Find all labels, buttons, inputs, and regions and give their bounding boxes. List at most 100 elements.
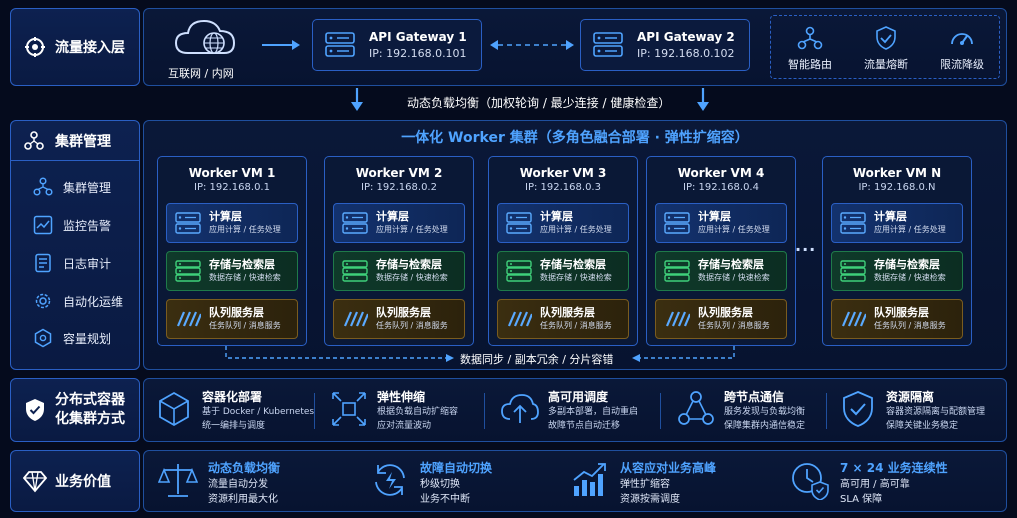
menu-label: 容量规划: [63, 331, 112, 346]
feature-line2: 保障集群内通信稳定: [724, 421, 806, 431]
queue-layer-sub: 任务队列 / 消息服务: [698, 321, 770, 330]
diamond-icon: [23, 469, 47, 493]
compute-layer[interactable]: 计算层应用计算 / 任务处理: [333, 203, 465, 243]
compute-layer-title: 计算层: [874, 210, 907, 223]
divider: [484, 393, 485, 429]
compute-layer-sub: 应用计算 / 任务处理: [209, 225, 281, 234]
value-line2: SLA 保障: [840, 494, 883, 505]
storage-layer-title: 存储与检索层: [874, 258, 940, 271]
traffic-layer-title: 流量接入层: [55, 40, 125, 56]
storage-layer[interactable]: 存储与检索层数据存储 / 快速检索: [655, 251, 787, 291]
queue-layer[interactable]: 队列服务层任务队列 / 消息服务: [333, 299, 465, 339]
menu-automated-ops[interactable]: 自动化运维: [33, 291, 123, 311]
compute-layer[interactable]: 计算层应用计算 / 任务处理: [655, 203, 787, 243]
menu-log-audit[interactable]: 日志审计: [33, 253, 111, 273]
value-line2: 资源按需调度: [620, 494, 680, 505]
scale-icon: [332, 392, 366, 426]
shield-icon: [843, 391, 873, 427]
feature-line1: 基于 Docker / Kubernetes: [202, 407, 315, 417]
compute-layer[interactable]: 计算层应用计算 / 任务处理: [831, 203, 963, 243]
server-icon: [840, 212, 866, 234]
divider: [826, 393, 827, 429]
feature-resource-isolation[interactable]: 资源隔离容器资源隔离与配额管理保障关键业务稳定: [838, 389, 985, 433]
deployment-features-panel: 容器化部署基于 Docker / Kubernetes 统一编排与调度 弹性伸缩根…: [143, 378, 1007, 442]
worker-vm-1[interactable]: Worker VM 1 IP: 192.168.0.1 计算层应用计算 / 任务…: [157, 156, 307, 346]
storage-layer-title: 存储与检索层: [698, 258, 764, 271]
worker-cluster-title: 一体化 Worker 集群（多角色融合部署 · 弹性扩缩容）: [401, 130, 749, 146]
value-peak-handling[interactable]: 从容应对业务高峰弹性扩缩容资源按需调度: [570, 460, 716, 507]
cluster-management-title: 集群管理: [55, 133, 111, 150]
api-gateway-2[interactable]: API Gateway 2 IP: 192.168.0.102: [580, 19, 750, 71]
queue-layer-sub: 任务队列 / 消息服务: [209, 321, 281, 330]
worker-vm-4[interactable]: Worker VM 4 IP: 192.168.0.4 计算层应用计算 / 任务…: [646, 156, 796, 346]
feature-line2: 统一编排与调度: [202, 421, 266, 431]
divider: [314, 393, 315, 429]
queue-slashes-icon: [841, 311, 866, 327]
worker-vm-3[interactable]: Worker VM 3 IP: 192.168.0.3 计算层应用计算 / 任务…: [488, 156, 638, 346]
storage-layer-sub: 数据存储 / 快速检索: [874, 273, 946, 282]
compute-layer[interactable]: 计算层应用计算 / 任务处理: [497, 203, 629, 243]
value-auto-failover[interactable]: 故障自动切换秒级切换业务不中断: [370, 460, 492, 507]
queue-layer[interactable]: 队列服务层任务队列 / 消息服务: [497, 299, 629, 339]
compute-layer[interactable]: 计算层应用计算 / 任务处理: [166, 203, 298, 243]
capacity-icon: [34, 328, 52, 348]
storage-layer-sub: 数据存储 / 快速检索: [540, 273, 612, 282]
menu-cluster-management[interactable]: 集群管理: [33, 177, 111, 197]
data-sync-connector: [220, 346, 740, 366]
traffic-circuit-breaker[interactable]: 流量熔断: [851, 26, 921, 72]
growth-chart-icon: [573, 463, 606, 496]
queue-layer[interactable]: 队列服务层任务队列 / 消息服务: [166, 299, 298, 339]
value-title: 7 × 24 业务连续性: [840, 461, 948, 475]
feature-line2: 保障关键业务稳定: [886, 421, 959, 431]
server-icon: [506, 212, 532, 234]
queue-layer[interactable]: 队列服务层任务队列 / 消息服务: [831, 299, 963, 339]
feature-title: 容器化部署: [202, 390, 263, 404]
storage-layer[interactable]: 存储与检索层数据存储 / 快速检索: [831, 251, 963, 291]
feature-line2: 故障节点自动迁移: [548, 421, 621, 431]
feature-title: 弹性伸缩: [377, 390, 426, 404]
arrow-right-icon: [262, 39, 302, 51]
gear-network-icon: [23, 35, 47, 59]
queue-layer-sub: 任务队列 / 消息服务: [376, 321, 448, 330]
feature-cross-node-comm[interactable]: 跨节点通信服务发现与负载均衡保障集群内通信稳定: [676, 389, 805, 433]
queue-layer-sub: 任务队列 / 消息服务: [874, 321, 946, 330]
worker-vm-n[interactable]: Worker VM N IP: 192.168.0.N 计算层应用计算 / 任务…: [822, 156, 972, 346]
cluster-management-header: 集群管理: [11, 121, 139, 161]
data-sync-label: 数据同步 / 副本冗余 / 分片容错: [460, 353, 614, 366]
queue-layer-title: 队列服务层: [874, 306, 929, 319]
traffic-layer-panel: 互联网 / 内网 API Gateway 1 IP: 192.168.0.101…: [143, 8, 1007, 86]
worker-vm-2[interactable]: Worker VM 2 IP: 192.168.0.2 计算层应用计算 / 任务…: [324, 156, 474, 346]
storage-layer-sub: 数据存储 / 快速检索: [376, 273, 448, 282]
feature-title: 资源隔离: [886, 390, 935, 404]
storage-layer[interactable]: 存储与检索层数据存储 / 快速检索: [497, 251, 629, 291]
storage-layer[interactable]: 存储与检索层数据存储 / 快速检索: [166, 251, 298, 291]
database-server-icon: [840, 260, 866, 282]
api-gateway-1[interactable]: API Gateway 1 IP: 192.168.0.101: [312, 19, 482, 71]
menu-monitoring-alerts[interactable]: 监控告警: [33, 215, 111, 235]
shield-check-icon: [23, 398, 47, 422]
feature-containerized-deploy[interactable]: 容器化部署基于 Docker / Kubernetes 统一编排与调度: [154, 389, 314, 433]
queue-slashes-icon: [665, 311, 690, 327]
menu-capacity-planning[interactable]: 容量规划: [33, 328, 111, 348]
feature-line1: 容器资源隔离与配额管理: [886, 407, 986, 417]
feature-elastic-scaling[interactable]: 弹性伸缩根据负载自动扩缩容应对流量波动: [329, 389, 458, 433]
feature-title: 高可用调度: [548, 390, 609, 404]
rate-limit-label: 限流降级: [940, 58, 984, 71]
smart-routing[interactable]: 智能路由: [775, 26, 845, 72]
worker-ip: IP: 192.168.0.1: [194, 182, 270, 193]
menu-label: 监控告警: [63, 218, 112, 233]
container-icon: [159, 391, 189, 427]
gateway-sync-arrow: [490, 39, 574, 51]
queue-layer-title: 队列服务层: [376, 306, 431, 319]
storage-layer[interactable]: 存储与检索层数据存储 / 快速检索: [333, 251, 465, 291]
feature-ha-scheduling[interactable]: 高可用调度多副本部署，自动重启故障节点自动迁移: [500, 389, 638, 433]
network-icon: [678, 391, 714, 425]
value-title: 从容应对业务高峰: [620, 461, 717, 475]
queue-layer-title: 队列服务层: [209, 306, 264, 319]
queue-layer[interactable]: 队列服务层任务队列 / 消息服务: [655, 299, 787, 339]
feature-line1: 多副本部署，自动重启: [548, 407, 639, 417]
balance-icon: [158, 464, 198, 497]
value-dynamic-lb[interactable]: 动态负载均衡流量自动分发资源利用最大化: [158, 460, 280, 507]
rate-limit[interactable]: 限流降级: [927, 26, 997, 72]
